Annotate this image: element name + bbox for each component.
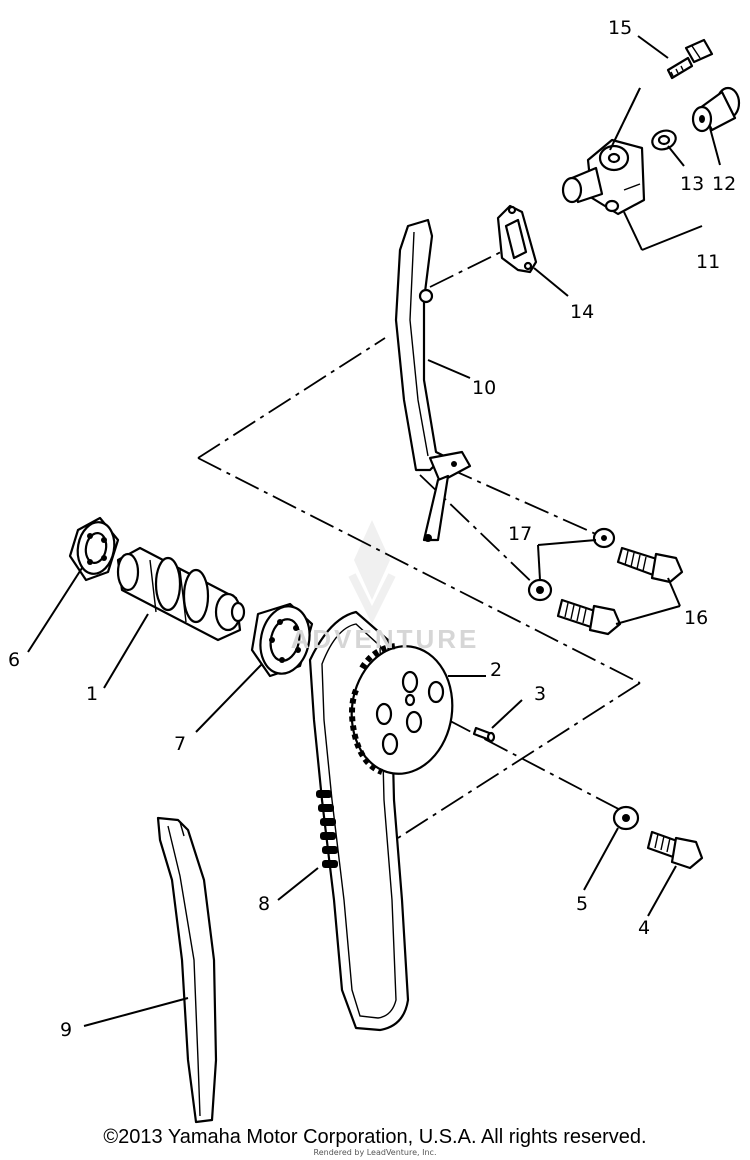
callout-12: 12	[712, 173, 736, 195]
callout-5: 5	[576, 893, 588, 915]
bolt-16-upper	[616, 546, 684, 584]
callout-9: 9	[60, 1019, 72, 1041]
copyright-notice: ©2013 Yamaha Motor Corporation, U.S.A. A…	[103, 1126, 647, 1148]
callout-2: 2	[490, 659, 502, 681]
callout-17: 17	[508, 523, 532, 545]
washer-17-lower	[527, 578, 553, 602]
gasket-14	[496, 204, 538, 274]
washer-17-upper	[592, 527, 616, 549]
callout-16: 16	[684, 607, 708, 629]
bearing-7	[250, 602, 314, 678]
chain-guide-9	[156, 816, 218, 1124]
callout-numbers: 15 12 13 11 14 10 17 16 6 1 7 2 3 5 4 8 …	[8, 17, 736, 1041]
tensioner-11	[561, 138, 646, 216]
sprocket-2	[349, 643, 454, 775]
callout-3: 3	[534, 683, 546, 705]
cap-bolt-12	[691, 86, 741, 133]
camshaft-1	[116, 546, 246, 642]
rendered-by-notice: Rendered by LeadVenture, Inc.	[313, 1148, 437, 1157]
callout-1: 1	[86, 683, 98, 705]
callout-10: 10	[472, 377, 496, 399]
callout-13: 13	[680, 173, 704, 195]
watermark-logo	[348, 520, 396, 624]
pin-3	[472, 726, 496, 743]
gasket-13	[651, 129, 677, 151]
chain-links	[316, 790, 338, 868]
callout-4: 4	[638, 917, 650, 939]
leader-lines	[27, 35, 721, 1027]
callout-14: 14	[570, 301, 594, 323]
bolt-4	[646, 830, 704, 870]
bearing-6	[68, 516, 120, 582]
washer-5	[612, 805, 640, 831]
callout-6: 6	[8, 649, 20, 671]
watermark-text: ADVENTURE	[290, 624, 480, 654]
guide-10	[394, 218, 472, 542]
bolt-15	[666, 38, 714, 80]
callout-15: 15	[608, 17, 632, 39]
callout-7: 7	[174, 733, 186, 755]
callout-11: 11	[696, 251, 720, 273]
callout-8: 8	[258, 893, 270, 915]
bolt-16-lower	[556, 598, 622, 636]
